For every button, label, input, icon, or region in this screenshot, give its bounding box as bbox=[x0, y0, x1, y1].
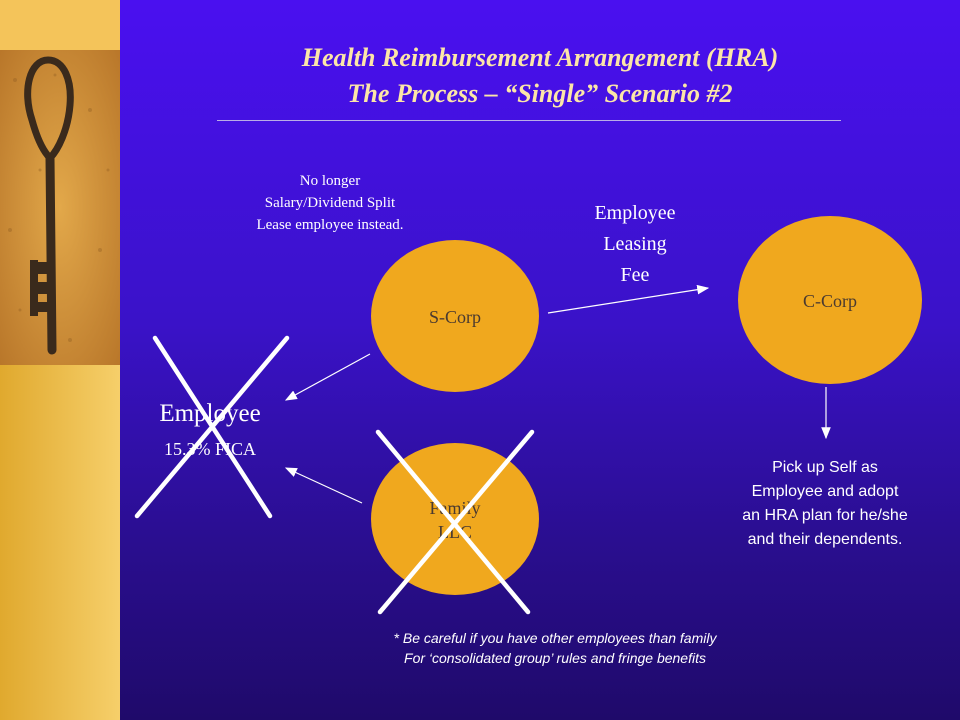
s-corp-circle bbox=[371, 240, 539, 392]
leasing-fee-note: Employee Leasing Fee bbox=[555, 198, 715, 291]
family-llc-label: Family LLC bbox=[395, 496, 515, 544]
title-line-1: Health Reimbursement Arrangement (HRA) bbox=[301, 43, 779, 72]
leasing-fee-line-2: Leasing bbox=[603, 233, 667, 255]
family-llc-line-1: Family bbox=[429, 498, 481, 518]
s-corp-to-employee-arrow bbox=[284, 353, 371, 401]
no-longer-note: No longer Salary/Dividend Split Lease em… bbox=[210, 170, 450, 236]
sidebar-cap-top bbox=[0, 0, 120, 50]
slide-title: Health Reimbursement Arrangement (HRA) T… bbox=[140, 40, 940, 112]
employee-fica-label: 15.3% FICA bbox=[163, 439, 256, 459]
footnote-line-1: * Be careful if you have other employees… bbox=[393, 630, 717, 646]
no-longer-line-2: Salary/Dividend Split bbox=[264, 195, 396, 211]
family-llc-line-2: LLC bbox=[438, 522, 472, 542]
sidebar-decoration bbox=[0, 0, 120, 720]
title-divider bbox=[217, 120, 841, 121]
title-line-2: The Process – “Single” Scenario #2 bbox=[347, 79, 733, 108]
leasing-fee-line-3: Fee bbox=[620, 264, 650, 286]
antique-key-icon bbox=[0, 50, 120, 365]
pickup-line-2: Employee and adopt bbox=[751, 483, 899, 500]
employee-label: Employee bbox=[159, 400, 261, 427]
leasing-fee-arrow bbox=[547, 284, 710, 314]
pickup-note: Pick up Self as Employee and adopt an HR… bbox=[705, 456, 945, 552]
footnote-line-2: For ‘consolidated group’ rules and fring… bbox=[404, 650, 706, 666]
llc-to-employee-arrow bbox=[284, 467, 363, 504]
c-corp-label: C-Corp bbox=[803, 291, 857, 311]
pickup-line-4: and their dependents. bbox=[747, 531, 903, 548]
s-corp-label: S-Corp bbox=[428, 307, 481, 327]
no-longer-line-1: No longer bbox=[299, 173, 361, 189]
pickup-line-1: Pick up Self as bbox=[772, 459, 878, 476]
pickup-line-3: an HRA plan for he/she bbox=[742, 507, 908, 524]
no-longer-line-3: Lease employee instead. bbox=[256, 217, 404, 233]
leasing-fee-line-1: Employee bbox=[594, 202, 676, 224]
footnote: * Be careful if you have other employees… bbox=[300, 628, 810, 668]
sidebar-cap-bottom bbox=[0, 365, 120, 720]
c-corp-circle bbox=[738, 216, 922, 384]
